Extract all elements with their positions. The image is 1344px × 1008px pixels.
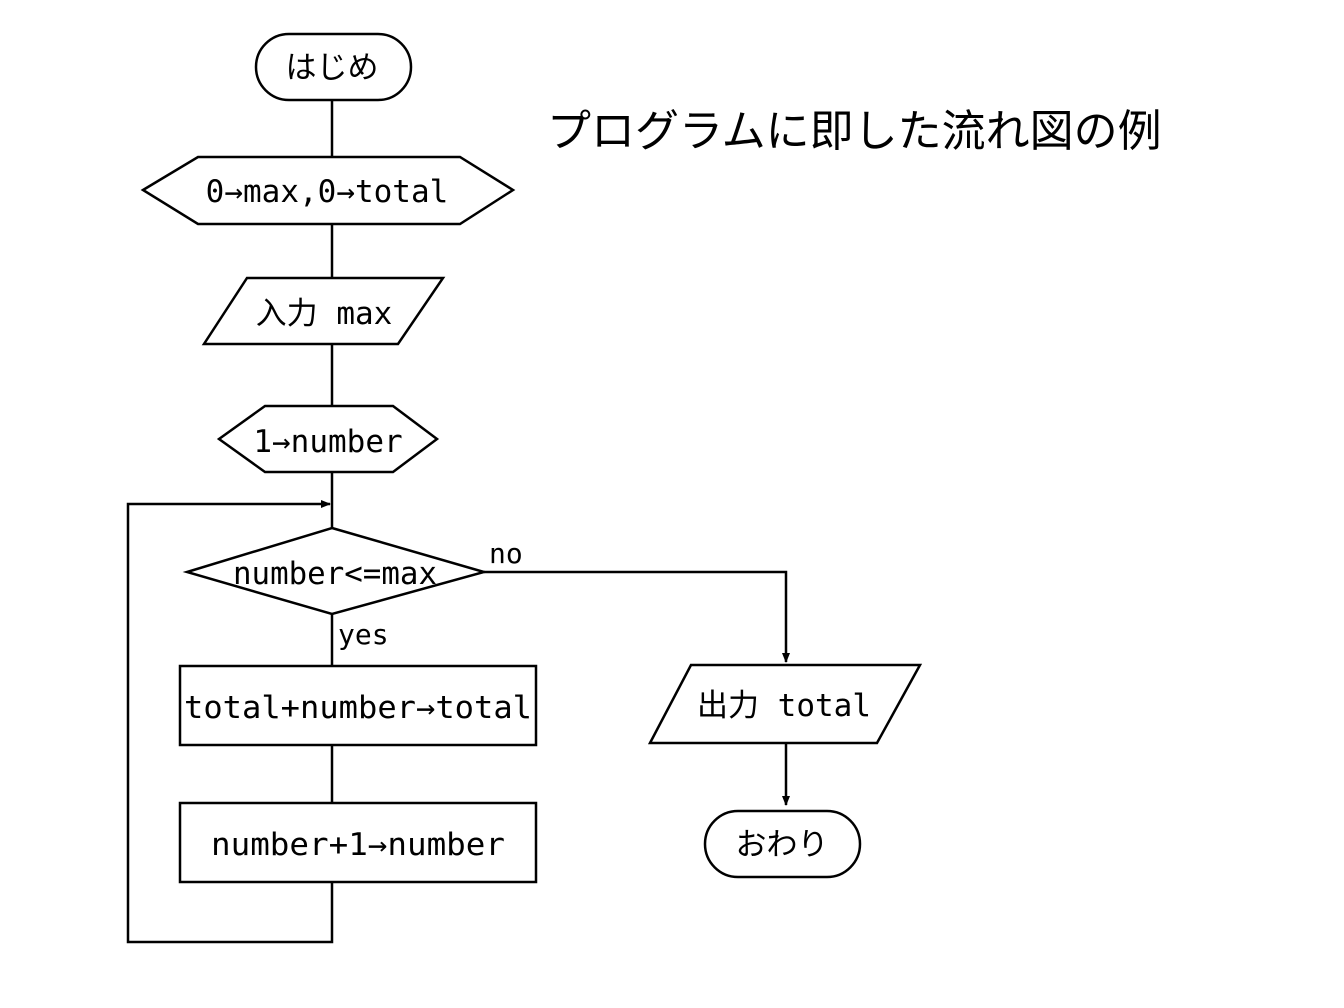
condition-label: number<=max xyxy=(233,556,437,592)
condition-diamond xyxy=(182,526,489,616)
start-label: はじめ xyxy=(286,50,379,86)
diagram-title: プログラムに即した流れ図の例 xyxy=(547,106,1162,157)
input-label: 入力 max xyxy=(256,296,393,332)
add-total-process xyxy=(178,664,538,747)
start-terminal xyxy=(254,32,413,102)
output-parallelogram xyxy=(647,663,923,745)
yes-edge-label: yes xyxy=(338,618,389,651)
end-terminal xyxy=(703,809,862,879)
loop-back-connector xyxy=(126,500,334,944)
input-parallelogram xyxy=(201,276,446,346)
add-total-label: total+number→total xyxy=(184,690,532,726)
init-label: 0→max,0→total xyxy=(206,174,449,210)
end-label: おわり xyxy=(736,827,829,863)
connector-condition-output xyxy=(484,570,790,663)
output-label: 出力 total xyxy=(697,688,871,724)
increment-label: number+1→number xyxy=(211,827,505,863)
no-edge-label: no xyxy=(489,537,523,570)
increment-process xyxy=(178,801,538,884)
init-preparation xyxy=(140,155,516,226)
connectors xyxy=(126,100,790,944)
set-number-preparation xyxy=(216,404,440,474)
set-number-label: 1→number xyxy=(253,424,402,460)
